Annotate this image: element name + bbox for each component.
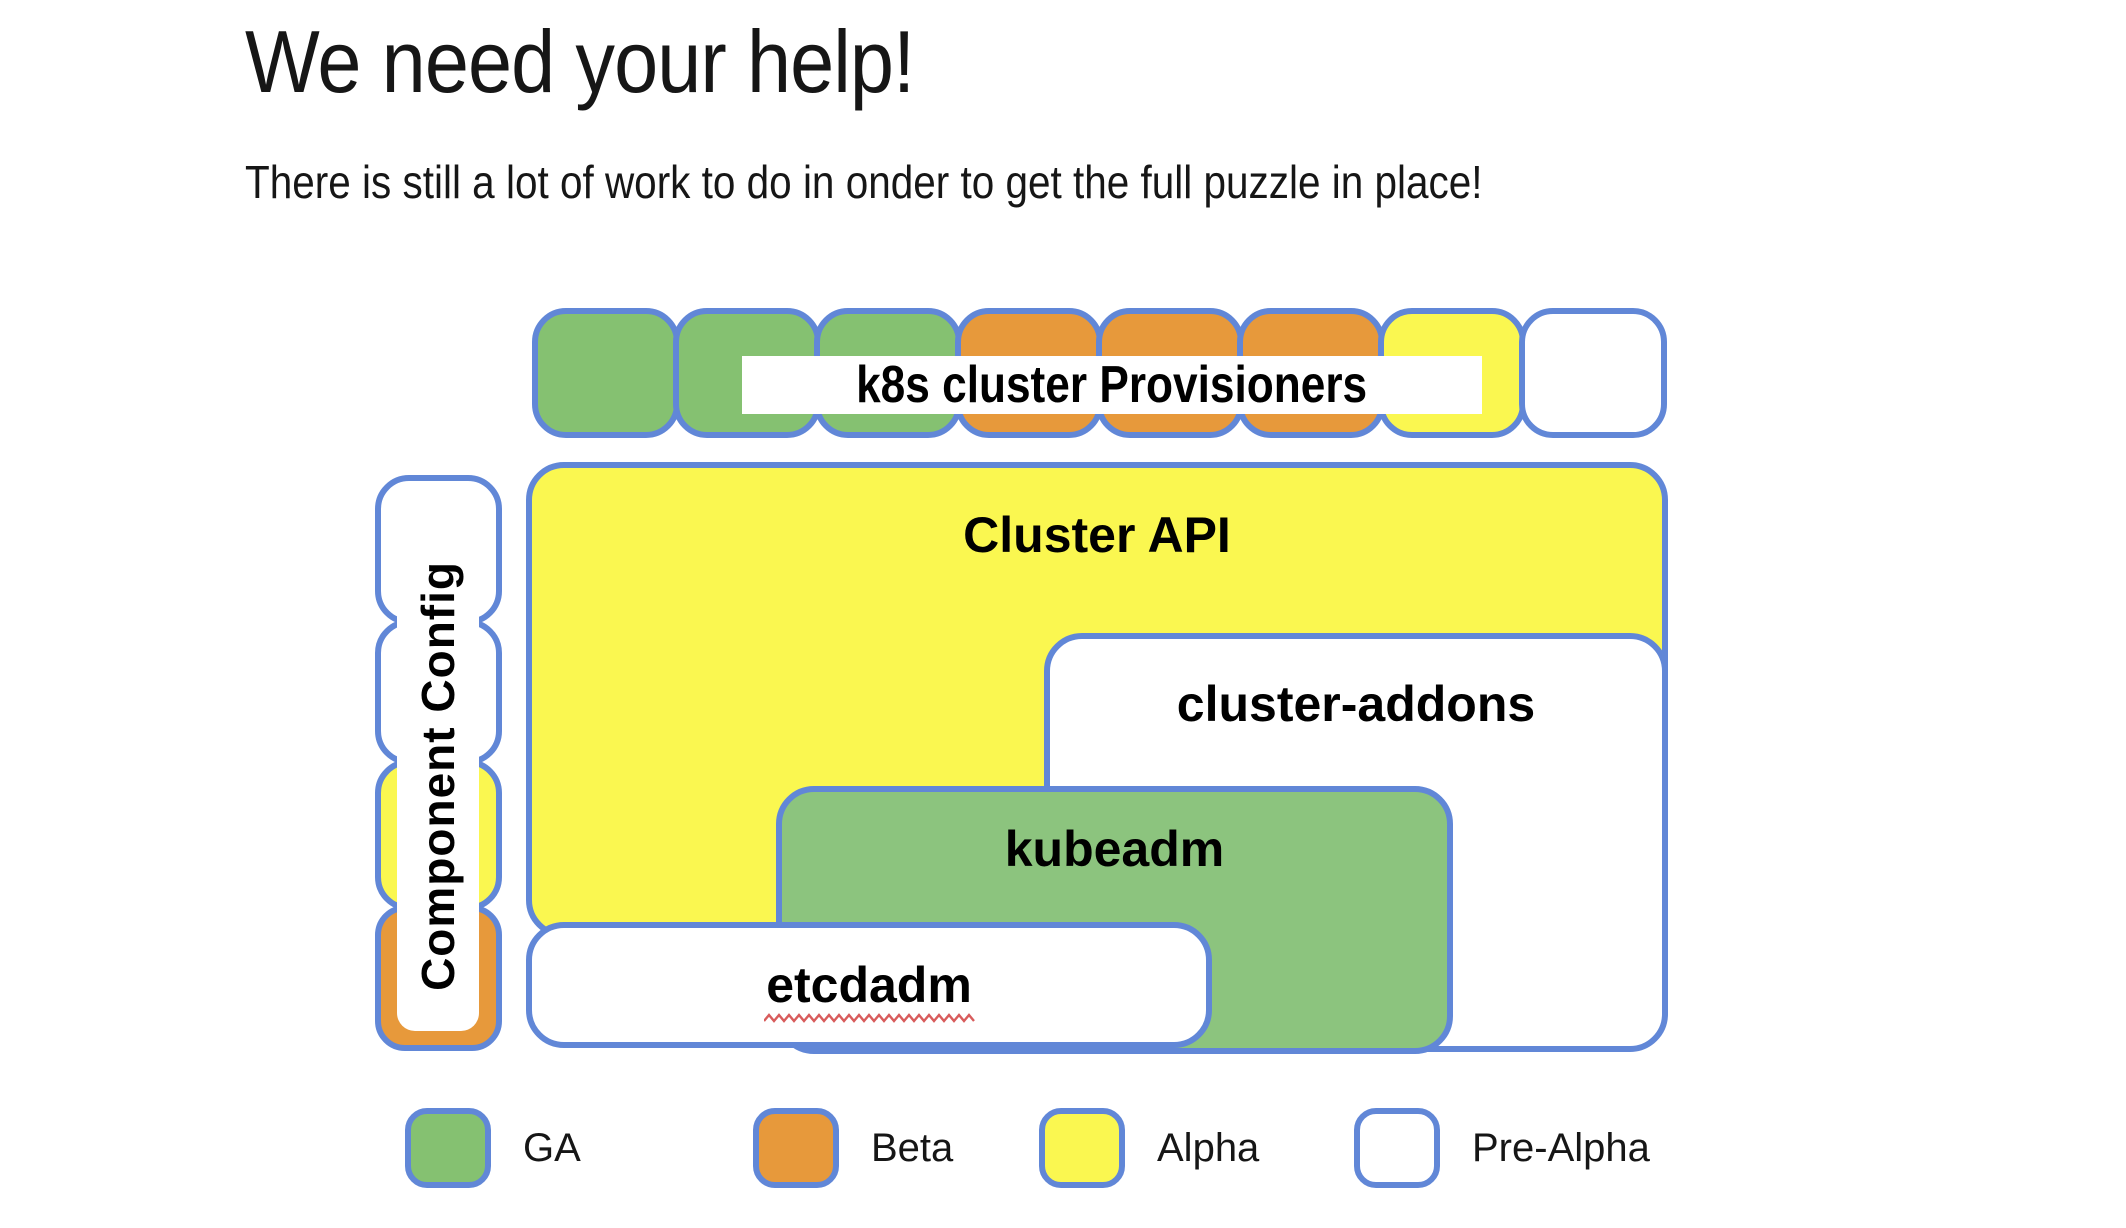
legend-item-alpha: Alpha (1039, 1108, 1259, 1188)
legend-swatch-alpha (1039, 1108, 1125, 1188)
component-config-label-text: Component Config (412, 561, 464, 991)
slide-subtitle: There is still a lot of work to do in on… (245, 156, 1483, 208)
provisioners-label: k8s cluster Provisioners (742, 356, 1482, 414)
kubeadm-label: kubeadm (1004, 821, 1225, 877)
slide-title: We need your help! (245, 12, 915, 111)
provisioners-label-text: k8s cluster Provisioners (856, 356, 1368, 414)
etcdadm-box: etcdadm (526, 922, 1212, 1048)
component-config-label: Component Config (397, 521, 479, 1031)
legend-item-beta: Beta (753, 1108, 953, 1188)
legend-item-ga: GA (405, 1108, 581, 1188)
cluster-api-label: Cluster API (963, 507, 1231, 563)
legend-swatch-ga (405, 1108, 491, 1188)
legend-label: GA (523, 1125, 581, 1170)
cluster-addons-label: cluster-addons (1176, 676, 1536, 732)
etcdadm-label: etcdadm (766, 957, 972, 1013)
puzzle-piece-pre-alpha (1519, 308, 1667, 438)
legend-item-pre-alpha: Pre-Alpha (1354, 1108, 1650, 1188)
legend-label: Pre-Alpha (1472, 1125, 1650, 1170)
legend-label: Beta (871, 1125, 954, 1170)
legend-swatch-pre-alpha (1354, 1108, 1440, 1188)
puzzle-piece-ga (532, 308, 680, 438)
legend-label: Alpha (1157, 1125, 1260, 1170)
legend-swatch-beta (753, 1108, 839, 1188)
spellcheck-squiggle-icon (764, 1013, 975, 1023)
